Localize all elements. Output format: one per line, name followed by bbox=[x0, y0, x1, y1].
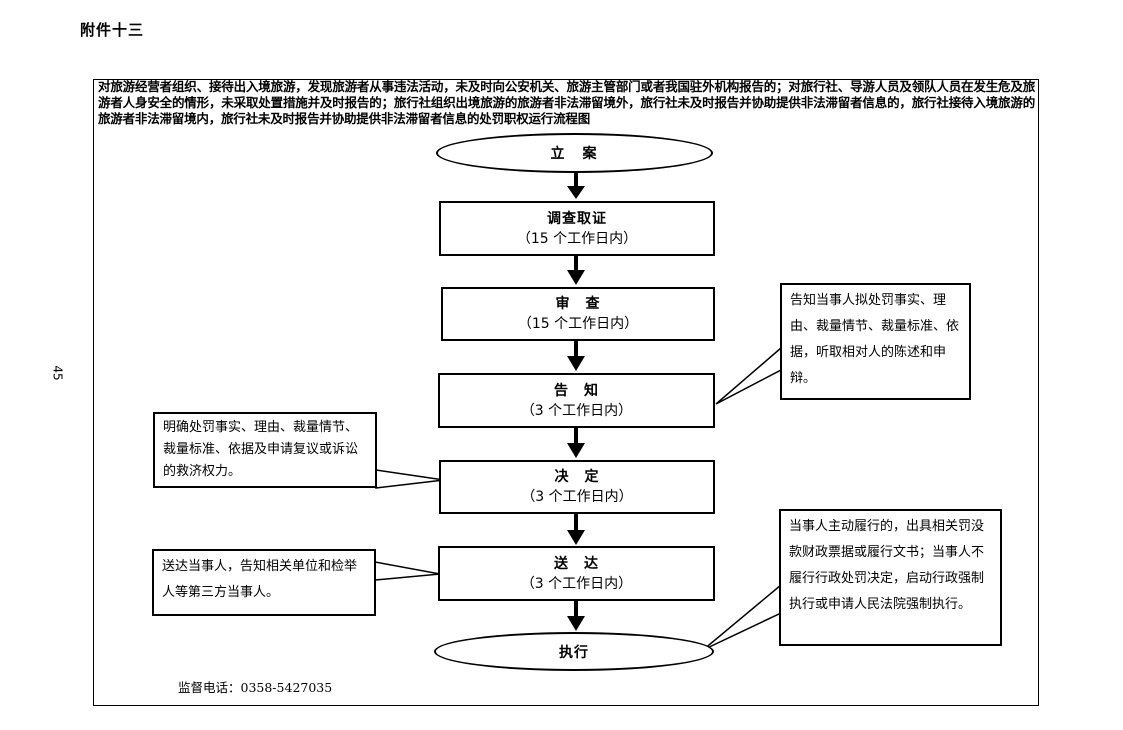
notify-period: （3 个工作日内） bbox=[520, 402, 633, 419]
review-title: 审 查 bbox=[555, 296, 601, 312]
deliver-title: 送 达 bbox=[554, 555, 599, 572]
arrow-head bbox=[567, 616, 585, 631]
notify-note: 告知当事人拟处罚事实、理由、裁量情节、裁量标准、依据，听取相对人的陈述和申辩。 bbox=[780, 283, 971, 400]
investigate-period: （15 个工作日内） bbox=[516, 230, 638, 247]
review-box: 审 查 （15 个工作日内） bbox=[441, 287, 715, 341]
execute-note: 当事人主动履行的，出具相关罚没款财政票据或履行文书；当事人不履行行政处罚决定，启… bbox=[779, 509, 1002, 646]
investigate-title: 调查取证 bbox=[547, 210, 607, 227]
callout-pointer-deliver bbox=[374, 561, 441, 581]
notify-box: 告 知 （3 个工作日内） bbox=[438, 373, 715, 428]
decide-period: （3 个工作日内） bbox=[521, 489, 633, 505]
investigate-box: 调查取证 （15 个工作日内） bbox=[439, 201, 715, 256]
callout-pointer-notify bbox=[715, 346, 782, 405]
arrow-head bbox=[567, 186, 585, 199]
arrow-head bbox=[567, 530, 585, 545]
execute-ellipse: 执行 bbox=[434, 632, 714, 671]
arrow-head bbox=[567, 356, 585, 371]
callout-pointer-decide bbox=[375, 469, 445, 489]
supervision-phone: 监督电话：0358-5427035 bbox=[178, 680, 333, 695]
flowchart-title: 对旅游经营者组织、接待出入境旅游，发现旅游者从事违法活动，未及时向公安机关、旅游… bbox=[98, 79, 1035, 126]
decide-box: 决 定 （3 个工作日内） bbox=[439, 460, 715, 514]
arrow-head bbox=[567, 443, 585, 458]
deliver-box: 送 达 （3 个工作日内） bbox=[438, 546, 715, 601]
flowchart-frame bbox=[93, 79, 1039, 706]
attachment-label: 附件十三 bbox=[80, 21, 145, 39]
review-period: （15 个工作日内） bbox=[517, 316, 639, 332]
decide-title: 决 定 bbox=[554, 469, 600, 485]
arrow-head bbox=[567, 270, 585, 285]
execute-label: 执行 bbox=[559, 644, 589, 661]
deliver-note: 送达当事人，告知相关单位和检举人等第三方当事人。 bbox=[152, 549, 376, 616]
notify-title: 告 知 bbox=[554, 382, 599, 399]
deliver-period: （3 个工作日内） bbox=[520, 575, 633, 592]
start-ellipse: 立 案 bbox=[436, 133, 713, 173]
decide-note: 明确处罚事实、理由、裁量情节、裁量标准、依据及申请复议或诉讼的救济权力。 bbox=[153, 412, 377, 488]
start-label: 立 案 bbox=[550, 146, 599, 162]
